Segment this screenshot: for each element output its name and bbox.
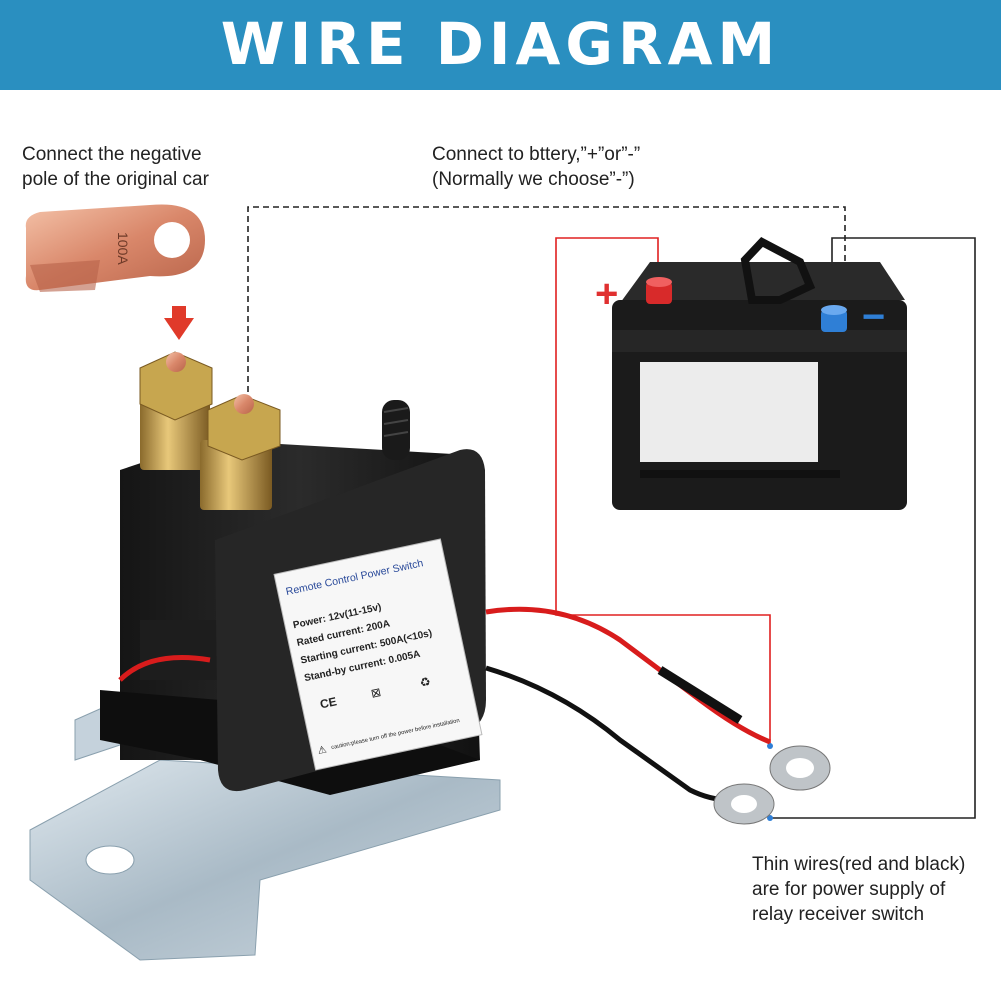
negative-symbol: − xyxy=(862,295,885,339)
negative-pole-note-line2: pole of the original car xyxy=(22,169,209,190)
red-wire-end-dot xyxy=(767,743,773,749)
positive-symbol: + xyxy=(595,272,618,316)
black-wire-ring-terminal xyxy=(713,783,775,825)
positive-relay-terminal xyxy=(139,351,213,470)
battery-note: Connect to bttery,”+”or”-” (Normally we … xyxy=(432,142,792,192)
antenna-spring xyxy=(382,400,410,460)
thin-wires-note: Thin wires(red and black) are for power … xyxy=(752,852,992,927)
battery-negative-terminal xyxy=(821,305,847,332)
black-thin-wire xyxy=(485,665,731,803)
negative-relay-terminal xyxy=(200,394,281,510)
ce-mark: CE xyxy=(319,694,338,711)
thin-wires-note-line3: relay receiver switch xyxy=(752,904,925,925)
red-wire-ring-terminal xyxy=(769,745,831,791)
down-arrow-icon xyxy=(164,306,194,340)
copper-ring-lug: 100A xyxy=(25,204,206,292)
negative-pole-note-line1: Connect the negative xyxy=(22,144,202,165)
page-title: WIRE DIAGRAM xyxy=(220,10,781,78)
weee-bin-icon: ⊠ xyxy=(370,685,383,701)
red-wire-sleeve xyxy=(657,666,743,724)
thin-wires-note-line2: are for power supply of xyxy=(752,879,946,900)
battery-note-line1: Connect to bttery,”+”or”-” xyxy=(432,144,641,165)
left-red-wire xyxy=(118,655,211,682)
car-battery xyxy=(612,237,907,510)
recycle-icon: ♻ xyxy=(418,674,431,690)
relay-spec-label: Remote Control Power Switch Power: 12v(1… xyxy=(273,538,483,771)
lug-rating-text: 100A xyxy=(115,232,131,265)
header-banner: WIRE DIAGRAM xyxy=(0,0,1001,90)
negative-pole-note: Connect the negative pole of the origina… xyxy=(22,142,262,192)
battery-positive-terminal xyxy=(646,277,672,304)
battery-note-line2: (Normally we choose”-”) xyxy=(432,169,635,190)
black-wire-end-dot xyxy=(767,815,773,821)
red-thin-wire xyxy=(485,606,771,745)
thin-wires-note-line1: Thin wires(red and black) xyxy=(752,854,966,875)
dashed-connection-line xyxy=(247,206,846,392)
warning-icon: ⚠ xyxy=(317,744,328,757)
red-guide-line xyxy=(555,237,771,748)
